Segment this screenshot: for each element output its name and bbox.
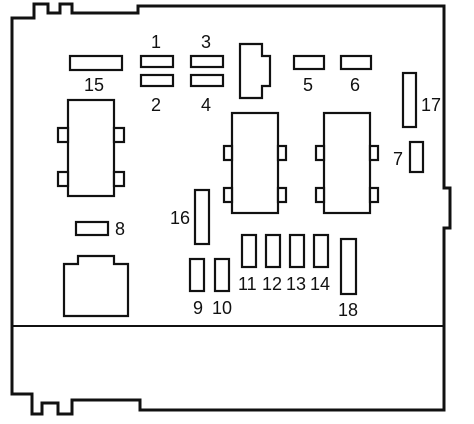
fuse-label-5: 5 <box>303 75 313 95</box>
fuse-label-8: 8 <box>115 219 125 239</box>
relay-left <box>56 98 126 198</box>
fuse-14 <box>312 233 330 269</box>
fuse-label-15: 15 <box>84 75 104 95</box>
fuse-label-1: 1 <box>151 32 161 52</box>
fuse-label-3: 3 <box>201 32 211 52</box>
fuse-12 <box>264 233 282 269</box>
fuse-3 <box>189 54 225 69</box>
fuse-5 <box>292 54 326 71</box>
fuse-box-housing <box>10 2 452 416</box>
fuse-label-6: 6 <box>350 75 360 95</box>
fuse-label-10: 10 <box>212 298 232 318</box>
relay-right <box>314 111 380 215</box>
fuse-label-16: 16 <box>170 208 190 228</box>
fuse-label-7: 7 <box>393 149 403 169</box>
fuse-18 <box>339 237 358 296</box>
fuse-4 <box>189 73 225 88</box>
fuse-16 <box>193 188 211 246</box>
fuse-label-18: 18 <box>338 300 358 320</box>
fuse-13 <box>288 233 306 269</box>
fuse-15 <box>68 54 124 72</box>
fuse-label-14: 14 <box>310 274 330 294</box>
fuse-11 <box>240 233 258 269</box>
relay-center <box>222 111 288 215</box>
fuse-9 <box>188 257 206 293</box>
fuse-label-9: 9 <box>193 298 203 318</box>
fuse-8 <box>74 220 110 237</box>
fuse-1 <box>139 54 175 69</box>
fuse-10 <box>213 257 231 293</box>
fuse-label-12: 12 <box>262 274 282 294</box>
fuse-label-2: 2 <box>151 95 161 115</box>
fuse-7 <box>408 140 425 174</box>
large-connector <box>62 254 130 318</box>
fuse-label-11: 11 <box>238 274 257 294</box>
fuse-2 <box>139 73 175 88</box>
connector-block <box>238 42 272 100</box>
fuse-label-4: 4 <box>201 95 211 115</box>
fuse-label-13: 13 <box>286 274 306 294</box>
fuse-6 <box>339 54 373 71</box>
fuse-17 <box>401 71 418 129</box>
fuse-label-17: 17 <box>421 95 441 115</box>
